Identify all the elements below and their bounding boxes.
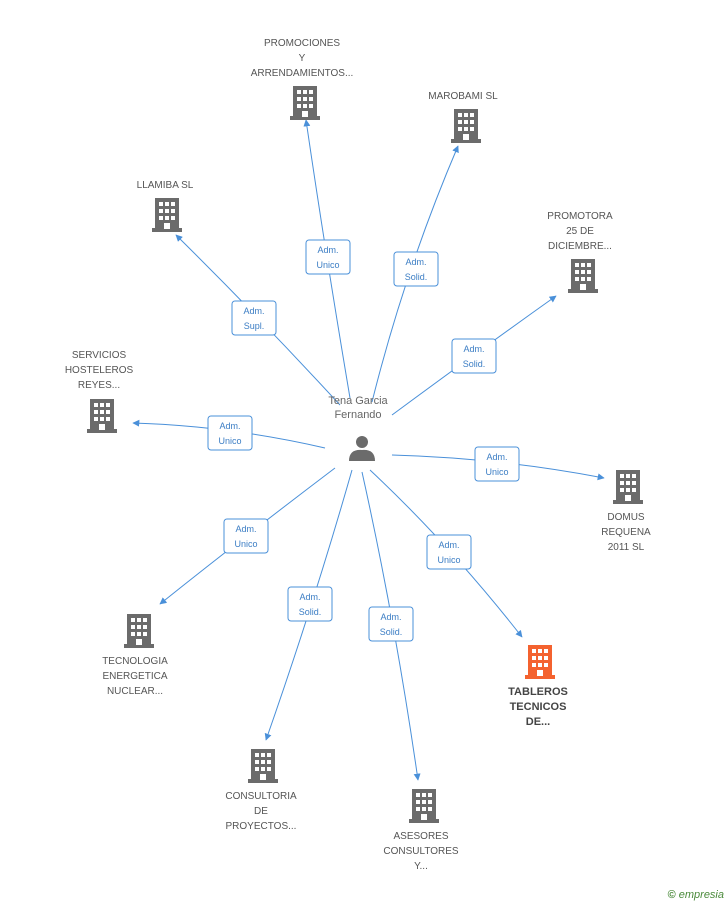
company-name-line: PROYECTOS... xyxy=(226,821,297,832)
company-name-line: ASESORES xyxy=(393,831,448,842)
company-name-line: Y... xyxy=(414,861,428,872)
edge-label-text: Adm. xyxy=(243,306,264,316)
company-name-line: SERVICIOS xyxy=(72,350,127,361)
brand-name: mpresia xyxy=(684,889,724,901)
edge-label-text: Solid. xyxy=(380,627,403,637)
company-node-promociones[interactable]: PROMOCIONES Y ARRENDAMIENTOS... xyxy=(251,38,354,120)
company-name-line: PROMOTORA xyxy=(547,211,613,222)
company-name-line: ARRENDAMIENTOS... xyxy=(251,68,354,79)
company-name-line: PROMOCIONES xyxy=(264,38,340,49)
edge-label-text: Adm. xyxy=(463,344,484,354)
company-node-asesores[interactable]: ASESORES CONSULTORES Y... xyxy=(383,789,459,872)
edge-label-text: Solid. xyxy=(299,607,322,617)
edge-label-text: Adm. xyxy=(299,592,320,602)
edge-label-box xyxy=(368,606,414,642)
edge-label-text: Unico xyxy=(218,436,241,446)
edge-label-marobami[interactable]: Adm. Solid. xyxy=(393,251,439,287)
copyright-icon: © xyxy=(667,889,676,901)
company-name-line: TABLEROS xyxy=(508,686,568,698)
company-name-line: CONSULTORES xyxy=(383,846,459,857)
company-node-servicios[interactable]: SERVICIOS HOSTELEROS REYES... xyxy=(65,350,134,433)
company-name-line: Y xyxy=(299,53,306,64)
edge-label-text: Unico xyxy=(234,539,257,549)
edge-label-box xyxy=(223,518,269,554)
edge-label-box xyxy=(231,300,277,336)
edge-label-text: Adm. xyxy=(380,612,401,622)
edge-label-text: Adm. xyxy=(405,257,426,267)
edge-label-text: Unico xyxy=(316,260,339,270)
edge-label-tableros[interactable]: Adm. Unico xyxy=(426,534,472,570)
edge-label-text: Adm. xyxy=(438,540,459,550)
company-name-line: DE xyxy=(254,806,268,817)
edge-label-box xyxy=(451,338,497,374)
building-icon xyxy=(613,470,643,504)
company-name-line: DICIEMBRE... xyxy=(548,241,612,252)
company-name-line: TECNOLOGIA xyxy=(102,656,168,667)
edge-label-text: Solid. xyxy=(463,359,486,369)
edge-label-servicios[interactable]: Adm. Unico xyxy=(207,415,253,451)
company-node-llamiba[interactable]: LLAMIBA SL xyxy=(137,180,194,232)
edge-label-llamiba[interactable]: Adm. Supl. xyxy=(231,300,277,336)
edge-label-tecnologia[interactable]: Adm. Unico xyxy=(223,518,269,554)
edge-label-asesores[interactable]: Adm. Solid. xyxy=(368,606,414,642)
building-icon xyxy=(409,789,439,823)
building-icon xyxy=(451,109,481,143)
person-icon xyxy=(349,436,375,461)
company-name-line: REYES... xyxy=(78,380,120,391)
company-node-tecnologia[interactable]: TECNOLOGIA ENERGETICA NUCLEAR... xyxy=(102,614,168,697)
brand-footer[interactable]: © empresia xyxy=(668,889,724,901)
building-icon xyxy=(87,399,117,433)
person-name-line: Fernando xyxy=(334,409,381,421)
company-node-consultoria[interactable]: CONSULTORIA DE PROYECTOS... xyxy=(225,749,297,832)
edge-label-box xyxy=(426,534,472,570)
building-icon xyxy=(290,86,320,120)
edge-label-box xyxy=(207,415,253,451)
edge-label-text: Adm. xyxy=(486,452,507,462)
person-name-line: Tena Garcia xyxy=(328,395,388,407)
edge-label-box xyxy=(474,446,520,482)
company-name-line: LLAMIBA SL xyxy=(137,180,194,191)
company-node-marobami[interactable]: MAROBAMI SL xyxy=(428,91,498,143)
edge-label-box xyxy=(305,239,351,275)
company-name-line: CONSULTORIA xyxy=(225,791,297,802)
company-node-promotora[interactable]: PROMOTORA 25 DE DICIEMBRE... xyxy=(547,211,613,293)
edge-label-text: Adm. xyxy=(219,421,240,431)
edge-label-promotora[interactable]: Adm. Solid. xyxy=(451,338,497,374)
company-name-line: REQUENA xyxy=(601,527,651,538)
edge-label-text: Unico xyxy=(437,555,460,565)
edge-label-text: Solid. xyxy=(405,272,428,282)
company-node-domus[interactable]: DOMUS REQUENA 2011 SL xyxy=(601,470,651,553)
edge-label-consultoria[interactable]: Adm. Solid. xyxy=(287,586,333,622)
company-node-tableros[interactable]: TABLEROS TECNICOS DE... xyxy=(508,645,568,728)
company-name-line: ENERGETICA xyxy=(102,671,167,682)
building-icon xyxy=(248,749,278,783)
company-name-line: 25 DE xyxy=(566,226,594,237)
edge-label-text: Supl. xyxy=(244,321,265,331)
edge-label-text: Adm. xyxy=(235,524,256,534)
edge-label-text: Unico xyxy=(485,467,508,477)
company-name-line: 2011 SL xyxy=(608,542,645,553)
company-name-line: MAROBAMI SL xyxy=(428,91,498,102)
company-name-line: NUCLEAR... xyxy=(107,686,163,697)
edge-label-box xyxy=(287,586,333,622)
building-icon xyxy=(152,198,182,232)
building-icon xyxy=(525,645,555,679)
building-icon xyxy=(568,259,598,293)
brand-initial: e xyxy=(678,889,685,901)
company-name-line: DE... xyxy=(526,716,550,728)
edge-label-box xyxy=(393,251,439,287)
edge-label-promociones[interactable]: Adm. Unico xyxy=(305,239,351,275)
company-name-line: TECNICOS xyxy=(510,701,567,713)
company-name-line: DOMUS xyxy=(607,512,645,523)
building-icon xyxy=(124,614,154,648)
edge-label-text: Adm. xyxy=(317,245,338,255)
edge-label-domus[interactable]: Adm. Unico xyxy=(474,446,520,482)
nodes-layer: PROMOCIONES Y ARRENDAMIENTOS... MAROBAMI SL… xyxy=(65,38,651,872)
company-name-line: HOSTELEROS xyxy=(65,365,134,376)
